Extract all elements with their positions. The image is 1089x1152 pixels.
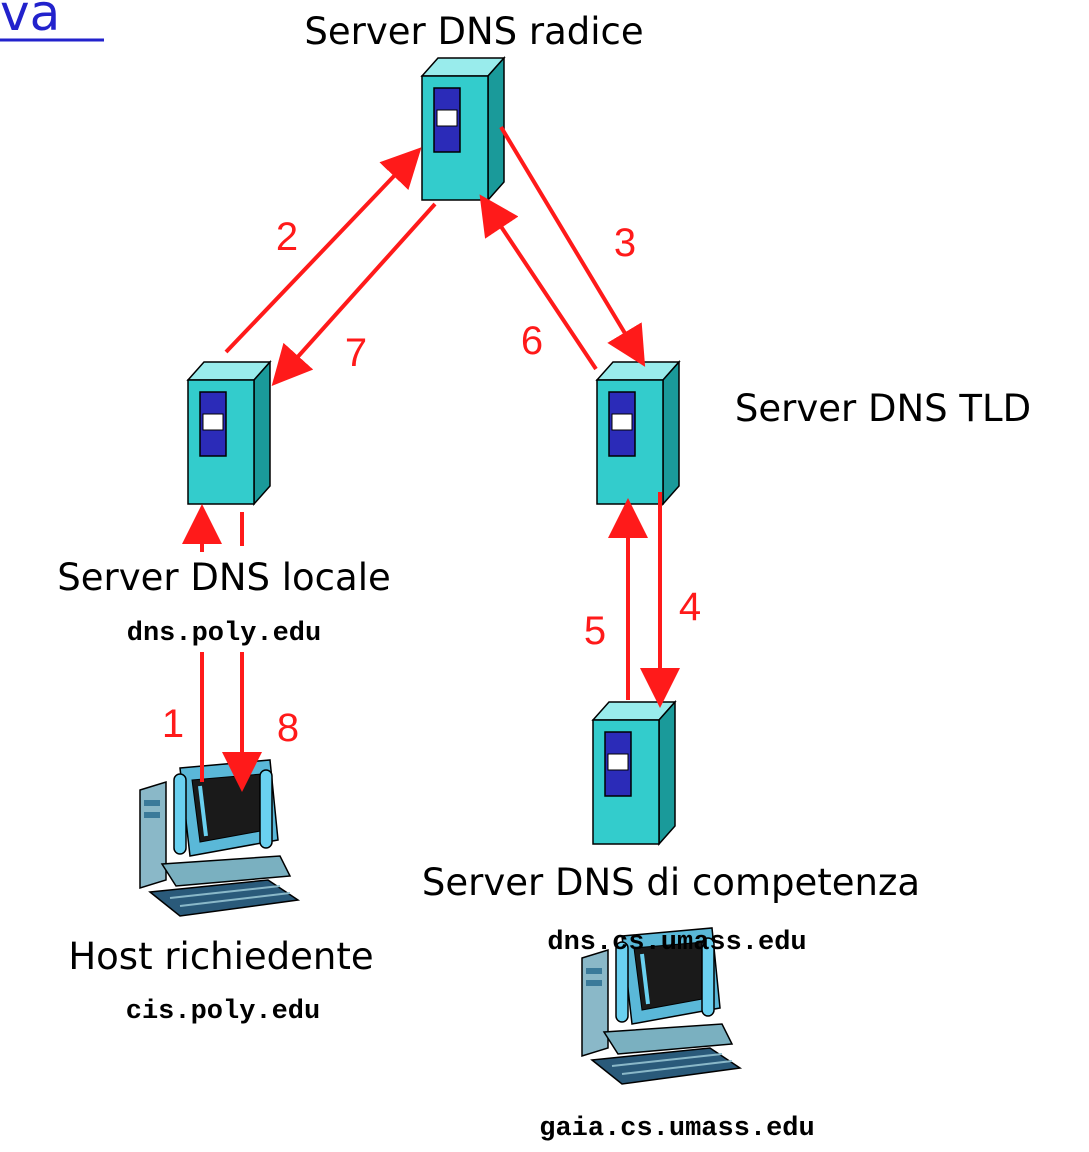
arrow-step-3 <box>499 125 646 367</box>
arrow-step-2 <box>224 147 422 354</box>
step-number-3: 3 <box>614 221 636 265</box>
arrow-step-6 <box>479 194 598 371</box>
authoritative-server-hostname: dns.cs.umass.edu <box>547 928 806 958</box>
step-number-1: 1 <box>162 702 184 746</box>
step-number-5: 5 <box>584 609 606 653</box>
requesting-host-computer-icon <box>138 758 300 918</box>
root-server-icon <box>421 57 505 201</box>
step-number-7: 7 <box>345 331 367 375</box>
step-number-6: 6 <box>521 319 543 363</box>
root-server-label: Server DNS radice <box>304 10 643 53</box>
arrows-group <box>182 125 680 792</box>
local-server-label: Server DNS locale <box>57 556 391 599</box>
target-host-hostname: gaia.cs.umass.edu <box>539 1114 814 1144</box>
local-server-icon <box>187 361 271 505</box>
tld-server-icon <box>596 361 680 505</box>
tld-server-label: Server DNS TLD <box>735 387 1031 430</box>
authoritative-server-label: Server DNS di competenza <box>422 861 920 904</box>
local-server-hostname: dns.poly.edu <box>127 619 321 649</box>
authoritative-server-icon <box>592 701 676 845</box>
requesting-host-label: Host richiedente <box>68 935 373 978</box>
step-number-8: 8 <box>277 706 299 750</box>
corner-title-fragment[interactable]: va <box>0 0 60 42</box>
arrow-step-7 <box>271 202 437 386</box>
step-number-2: 2 <box>276 215 298 259</box>
step-number-4: 4 <box>679 585 701 629</box>
requesting-host-hostname: cis.poly.edu <box>126 997 320 1027</box>
